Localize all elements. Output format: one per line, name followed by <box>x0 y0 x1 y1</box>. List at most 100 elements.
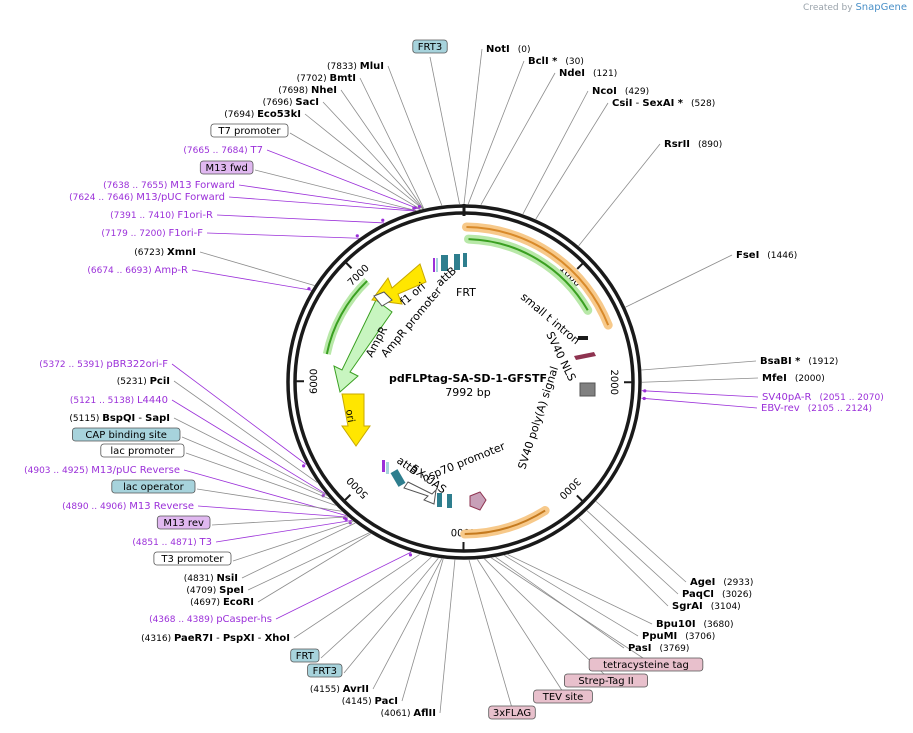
ampr-promoter-arrow[interactable] <box>373 291 393 307</box>
site-label[interactable]: NdeI(121) <box>559 68 617 79</box>
feature-box[interactable] <box>100 443 185 458</box>
site-label[interactable]: (4155) AvrII <box>310 684 369 695</box>
primer-mark-top <box>433 258 435 272</box>
primer-leader-line <box>171 399 326 495</box>
primer-label[interactable]: (7665 .. 7684) T7 <box>183 145 263 156</box>
site-label[interactable]: (5231) PciI <box>117 376 170 387</box>
feature-leader-line <box>211 516 348 526</box>
features <box>322 222 613 539</box>
site-label[interactable]: FseI(1446) <box>736 250 797 261</box>
feature-box-label: FRT3 <box>313 666 337 677</box>
site-label[interactable]: (4061) AflII <box>381 708 436 719</box>
frt-bottom-feature[interactable] <box>437 493 442 507</box>
sv40-polya-feature[interactable] <box>579 382 596 397</box>
lac-mark-top <box>436 258 438 272</box>
site-label[interactable]: PaqCI(3026) <box>682 589 752 600</box>
hsp70-promoter-arrow[interactable] <box>403 481 437 505</box>
primer-label[interactable]: (4851 .. 4871) T3 <box>132 537 212 548</box>
frt3-bottom-feature[interactable] <box>447 494 452 508</box>
site-labels: NotI(0)BclI *(30)NdeI(121) NcoI(429)CsiI … <box>24 39 884 720</box>
primer-mark <box>417 204 421 209</box>
attb-bottom-feature[interactable] <box>390 469 406 487</box>
site-label[interactable]: (6723) XmnI <box>134 247 196 258</box>
feature-box[interactable] <box>412 39 448 54</box>
tag-cluster-feature[interactable] <box>469 491 487 511</box>
primer-leader-line <box>215 520 353 543</box>
site-label[interactable]: Bpu10I(3680) <box>656 619 733 630</box>
feature-leader-line <box>343 557 439 674</box>
feature-box[interactable] <box>72 427 181 442</box>
site-leader-line <box>504 555 639 637</box>
site-label[interactable]: (7696) SacI <box>263 97 319 108</box>
site-label[interactable]: (7702) BmtI <box>297 73 356 84</box>
frt-top-feature-2[interactable] <box>463 253 467 267</box>
site-label[interactable]: AgeI(2933) <box>690 577 753 588</box>
site-label[interactable]: (7698) NheI <box>278 85 337 96</box>
sv40-nls-feature[interactable] <box>574 352 596 360</box>
feature-box[interactable] <box>307 663 343 678</box>
feature-box[interactable] <box>210 123 289 138</box>
site-label[interactable]: PasI(3769) <box>628 643 689 654</box>
site-label[interactable]: NcoI(429) <box>592 86 649 97</box>
feature-box[interactable] <box>199 160 254 175</box>
primer-label[interactable]: EBV-rev(2105 .. 2124) <box>761 403 872 414</box>
feature-box[interactable] <box>488 705 536 720</box>
feature-leader-line <box>468 559 513 709</box>
site-label[interactable]: (4316) PaeR7I - PspXI - XhoI <box>141 633 290 644</box>
primer-label[interactable]: (7624 .. 7646) M13/pUC Forward <box>69 192 225 203</box>
site-label[interactable]: NotI(0) <box>486 44 531 55</box>
site-label[interactable]: RsrII(890) <box>664 139 722 150</box>
site-label[interactable]: PpuMI(3706) <box>642 631 715 642</box>
site-label[interactable]: CsiI - SexAI *(528) <box>612 98 715 109</box>
site-label[interactable]: BsaBI *(1912) <box>760 356 838 367</box>
site-leader-line <box>199 251 315 286</box>
attb-top-feature[interactable] <box>441 255 448 271</box>
feature-box-label: M13 fwd <box>205 163 247 174</box>
primer-mark <box>408 553 413 557</box>
feature-leader-line <box>491 557 647 661</box>
site-label[interactable]: BclI *(30) <box>528 56 584 67</box>
primer-label[interactable]: (7179 .. 7200) F1ori-F <box>101 228 203 239</box>
ampr-cds-arrow[interactable] <box>333 299 393 393</box>
site-leader-line <box>322 101 424 210</box>
primer-leader-line <box>171 363 307 465</box>
primer-label[interactable]: (6674 .. 6693) Amp-R <box>87 265 188 276</box>
primer-label[interactable]: (5372 .. 5391) pBR322ori-F <box>39 359 168 370</box>
site-label[interactable]: (7694) Eco53kI <box>224 109 301 120</box>
tick-mark <box>576 261 585 270</box>
feature-box[interactable] <box>156 515 211 530</box>
feature-leader-line <box>196 488 342 512</box>
feature-box[interactable] <box>588 657 704 672</box>
site-leader-line <box>293 554 420 639</box>
site-label[interactable]: (7833) MluI <box>327 61 384 72</box>
site-label[interactable]: MfeI(2000) <box>762 373 825 384</box>
site-label[interactable]: (4709) SpeI <box>186 585 244 596</box>
site-label[interactable]: SgrAI(3104) <box>672 601 741 612</box>
site-label[interactable]: (5115) BspQI - SapI <box>69 413 170 424</box>
feature-box[interactable] <box>153 551 232 566</box>
cds-arrow-orange-bottom[interactable] <box>460 506 550 539</box>
site-label[interactable]: (4145) PacI <box>342 696 398 707</box>
site-leader-line <box>641 360 757 371</box>
frt-top-feature[interactable] <box>454 254 460 270</box>
primer-label[interactable]: (5121 .. 5138) L4440 <box>70 395 168 406</box>
primer-label[interactable]: (7638 .. 7655) M13 Forward <box>103 180 235 191</box>
primer-mark <box>642 396 646 401</box>
feature-box[interactable] <box>533 689 593 704</box>
small-t-intron-feature[interactable] <box>578 336 588 340</box>
feature-box[interactable] <box>111 479 196 494</box>
primer-label[interactable]: (4903 .. 4925) M13/pUC Reverse <box>24 465 180 476</box>
feature-box[interactable] <box>290 648 320 663</box>
primer-label[interactable]: SV40pA-R(2051 .. 2070) <box>762 392 884 403</box>
site-label[interactable]: (4697) EcoRI <box>190 597 254 608</box>
primer-leader-line <box>238 184 417 211</box>
feature-box[interactable] <box>564 673 649 688</box>
primer-label[interactable]: (4890 .. 4906) M13 Reverse <box>62 501 194 512</box>
ori-arrow[interactable] <box>341 393 371 447</box>
tick-mark <box>576 494 584 503</box>
label-frt-top: FRT <box>456 286 476 299</box>
primer-label[interactable]: (7391 .. 7410) F1ori-R <box>110 210 213 221</box>
primer-label[interactable]: (4368 .. 4389) pCasper-hs <box>149 614 272 625</box>
site-leader-line <box>241 522 356 579</box>
site-label[interactable]: (4831) NsiI <box>184 573 238 584</box>
